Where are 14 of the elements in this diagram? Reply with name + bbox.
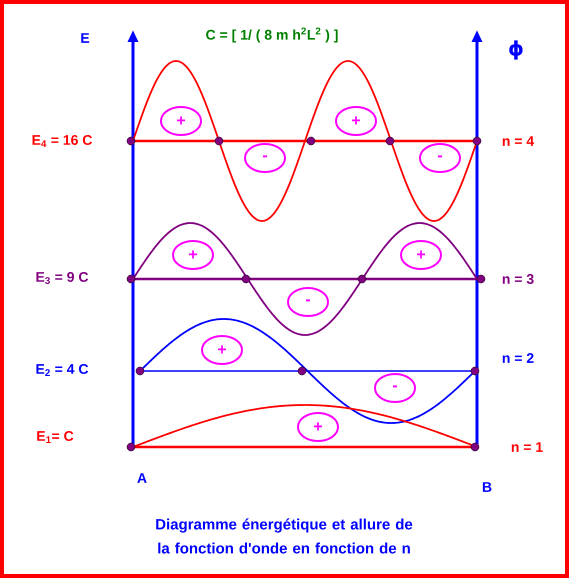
energy-label: E$_{3}$ = 9 C [36,272,88,284]
energy-label: E$_{2}$ = 4 C [36,364,88,376]
energy-label: E$_{4}$ = 16 C [32,135,92,147]
axis-label: ϕ [509,40,523,60]
axis-label: E [81,33,90,43]
point-label: B [482,482,492,492]
point-label: A [137,473,147,483]
caption: Diagramme énergétique et allure de la fonction d'onde en fonction de n [156,518,412,554]
quantum-number-label: n = 2 [502,353,534,363]
quantum-number-label: n = 4 [502,136,534,146]
formula-label: C = [ 1/ ( 8 m h$^{2}$L$^{2}$ ) ] [206,28,338,42]
quantum-number-label: n = 3 [502,274,534,284]
quantum-number-label: n = 1 [512,442,543,452]
energy-label: E$_{1}$= C [37,431,74,443]
